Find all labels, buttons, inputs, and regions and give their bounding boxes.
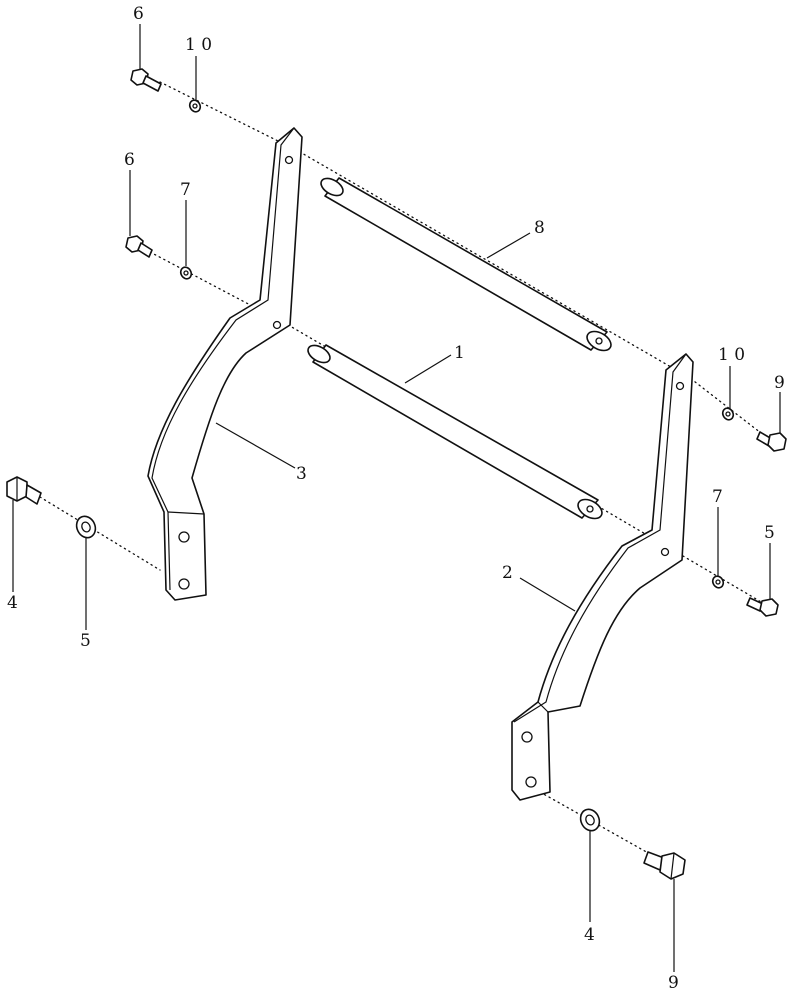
left-bracket bbox=[147, 127, 303, 601]
bolt-9-upper-left bbox=[130, 68, 162, 92]
washer-10-upper-left bbox=[188, 99, 202, 113]
washer-7-right bbox=[711, 575, 725, 589]
callout-7-left: 7 bbox=[180, 180, 191, 200]
callout-10-upper-left: 1 0 bbox=[185, 35, 212, 55]
leader-lines bbox=[12, 24, 781, 972]
callout-2: 2 bbox=[502, 563, 513, 583]
washer-10-right bbox=[721, 407, 735, 421]
washer-7-left bbox=[179, 266, 193, 280]
callout-10-right: 1 0 bbox=[718, 345, 745, 365]
callout-5-right: 4 bbox=[584, 925, 595, 945]
bolt-6-left bbox=[125, 235, 153, 258]
callout-7-right: 7 bbox=[712, 487, 723, 507]
upper-rod bbox=[320, 177, 612, 352]
bolt-4-left bbox=[6, 476, 42, 505]
bolt-6-right bbox=[746, 597, 779, 617]
washer-5-left bbox=[75, 515, 97, 539]
callout-8: 8 bbox=[534, 218, 545, 238]
callout-5-left: 5 bbox=[80, 631, 91, 651]
callout-3: 3 bbox=[296, 464, 307, 484]
callout-1: 1 bbox=[454, 343, 465, 363]
bolt-9-right bbox=[756, 431, 787, 452]
callout-9-right: 9 bbox=[774, 373, 785, 393]
callout-4-right: 9 bbox=[668, 973, 679, 993]
callout-4-left: 4 bbox=[7, 593, 18, 613]
callout-9-upper-left: 6 bbox=[133, 4, 144, 24]
lower-rod bbox=[307, 344, 603, 520]
callout-6-right: 5 bbox=[764, 523, 775, 543]
right-bracket bbox=[511, 353, 694, 801]
callout-6-left: 6 bbox=[124, 150, 135, 170]
washer-5-right bbox=[579, 808, 601, 832]
bolt-4-right bbox=[643, 851, 686, 880]
